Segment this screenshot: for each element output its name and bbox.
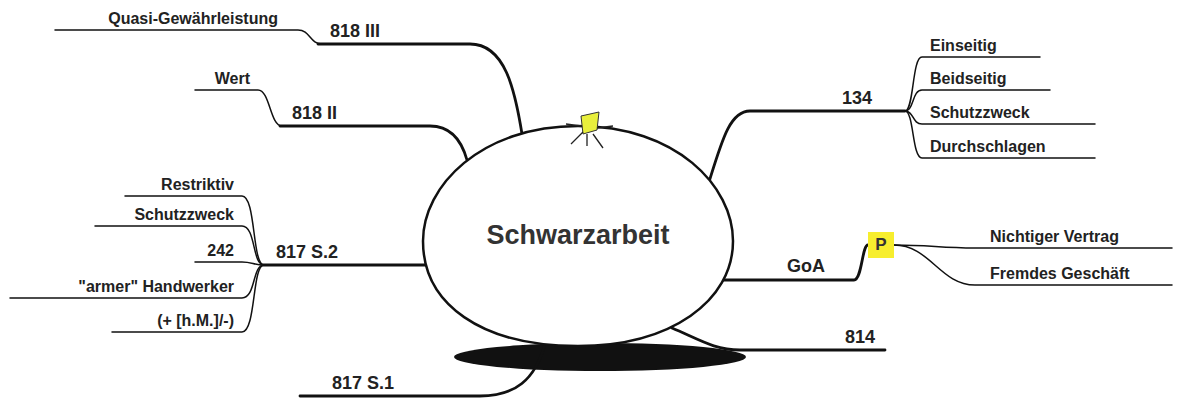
highlight-box: P (868, 232, 894, 258)
leaf-label: (+ [h.M.]/-) (157, 311, 234, 330)
leaf-label: Restriktiv (161, 175, 234, 194)
highlight-letter: P (875, 235, 886, 255)
leaf-label: 242 (207, 241, 234, 260)
branch-connector (717, 245, 868, 280)
branch-label: 817 S.2 (276, 242, 338, 264)
center-title: Schwarzarbeit (486, 220, 669, 251)
leaf-label: Fremdes Geschäft (990, 264, 1130, 283)
branch-label: 817 S.1 (332, 373, 394, 395)
leaf-label: Nichtiger Vertrag (990, 227, 1119, 246)
branch-label: GoA (787, 256, 825, 278)
egg-shadow (454, 343, 746, 371)
branch-label: 818 III (330, 21, 380, 43)
branch-label: 818 II (292, 103, 337, 125)
branch-label: 814 (845, 327, 875, 349)
leaf-label: Einseitig (930, 36, 997, 55)
leaf-label: Schutzzweck (134, 205, 234, 224)
leaf-label: Wert (215, 69, 250, 88)
leaf-label: Beidseitig (930, 69, 1006, 88)
leaf-label: "armer" Handwerker (78, 277, 234, 296)
branch-label: 134 (842, 88, 872, 110)
central-egg: Schwarzarbeit (421, 116, 735, 356)
leaf-label: Durchschlagen (930, 137, 1046, 156)
leaf-label: Schutzzweck (930, 103, 1030, 122)
leaf-label: Quasi-Gewährleistung (108, 9, 278, 28)
